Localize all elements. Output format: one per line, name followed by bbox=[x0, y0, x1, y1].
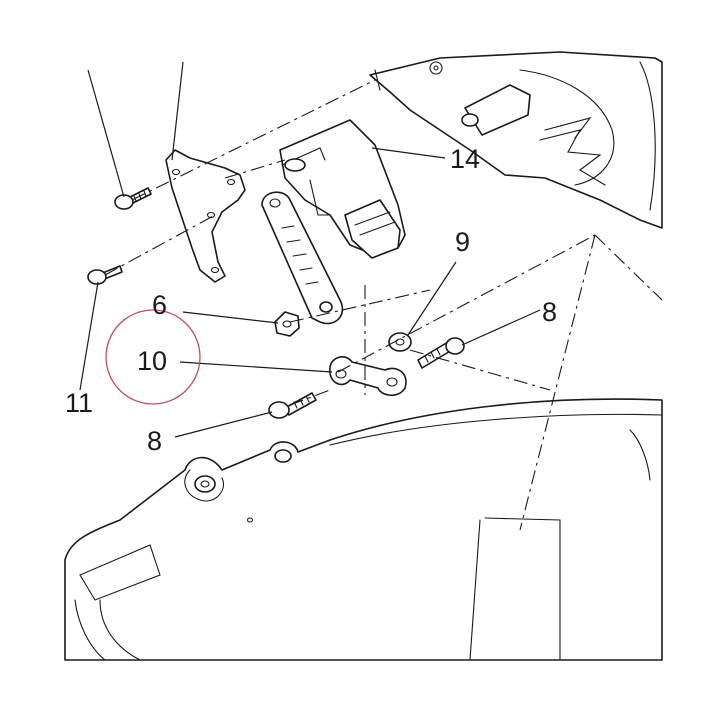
callout-6: 6 bbox=[152, 290, 167, 320]
height-sensor bbox=[261, 119, 406, 325]
callout-9: 9 bbox=[455, 227, 470, 257]
callout-14: 14 bbox=[450, 144, 480, 174]
right-bolt-8 bbox=[417, 337, 465, 369]
lower-casing bbox=[64, 398, 663, 661]
callout-8-left: 8 bbox=[147, 426, 162, 456]
highlight-circle bbox=[105, 309, 201, 405]
left-bolt-8 bbox=[268, 392, 317, 419]
washer-9 bbox=[388, 332, 412, 352]
callout-8-right: 8 bbox=[542, 297, 557, 327]
mounting-bracket bbox=[165, 149, 246, 283]
link-rod-10 bbox=[329, 356, 407, 396]
assembly-axes bbox=[104, 79, 663, 531]
frame-section bbox=[369, 51, 663, 229]
callout-10: 10 bbox=[137, 346, 167, 376]
callout-11: 11 bbox=[65, 388, 93, 418]
leader-lines bbox=[79, 61, 541, 438]
upper-left-screw bbox=[114, 187, 152, 210]
nut-6 bbox=[274, 311, 300, 337]
lower-left-screw bbox=[87, 265, 123, 285]
